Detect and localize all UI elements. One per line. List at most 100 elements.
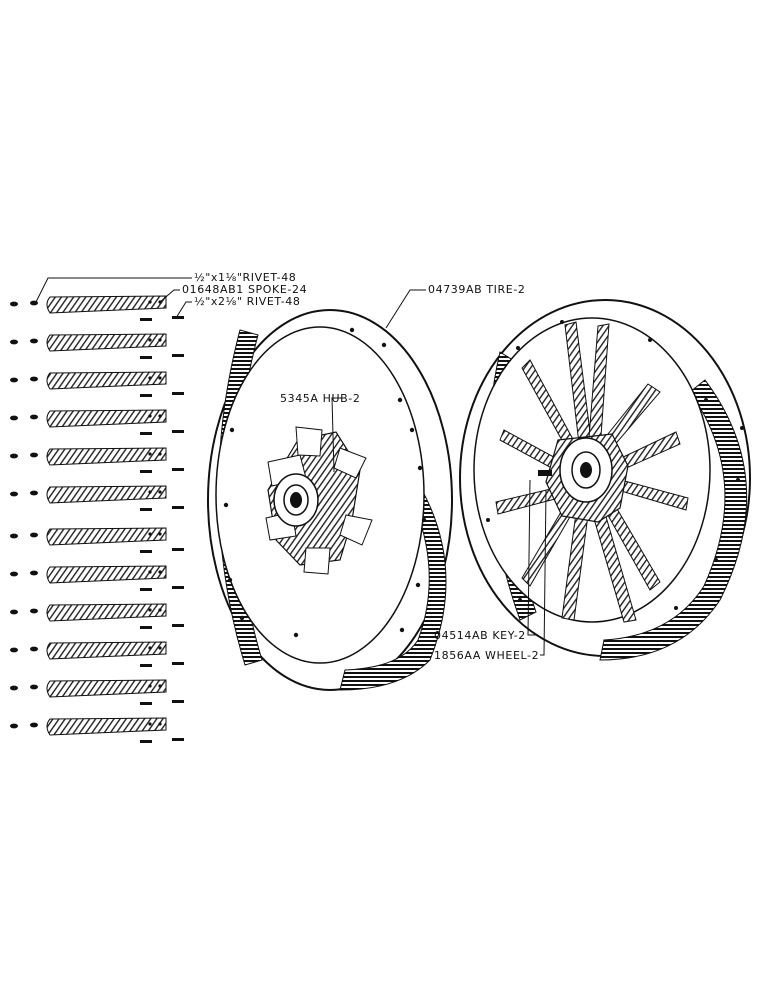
rivet-icon xyxy=(10,647,18,653)
callout-labels: ½"x1⅛"RIVET-48 01648AB1 SPOKE-24 ½"x2⅛" … xyxy=(182,271,539,662)
spoke-row xyxy=(10,641,184,667)
spoke-hole xyxy=(158,684,162,688)
callout-tire: 04739AB TIRE-2 xyxy=(428,283,526,296)
rivet-long-icon xyxy=(140,318,152,321)
rivet-icon xyxy=(30,338,38,344)
rivet-long-icon xyxy=(140,356,152,359)
rivet-icon xyxy=(30,684,38,690)
spoke-stack xyxy=(10,295,184,743)
rivet-long-icon xyxy=(172,354,184,357)
spoke-hole xyxy=(158,376,162,380)
spoke-bar xyxy=(46,333,167,352)
rivet-long-icon xyxy=(140,432,152,435)
rivet-long-icon xyxy=(172,662,184,665)
rivet-long-icon xyxy=(140,394,152,397)
rivet-long-icon xyxy=(140,702,152,705)
rivet-long-icon xyxy=(140,508,152,511)
rivet-icon xyxy=(10,685,18,691)
rivet-long-icon xyxy=(172,468,184,471)
spoke-hole xyxy=(158,532,162,536)
spoke-hole xyxy=(148,452,152,456)
rivet-icon xyxy=(10,491,18,497)
wheel-drawing xyxy=(459,299,751,661)
spoke-bar xyxy=(46,485,167,504)
spoke-row xyxy=(10,603,184,629)
callout-rivet-long: ½"x2⅛" RIVET-48 xyxy=(194,295,301,308)
spoke-bar xyxy=(46,447,167,466)
hub-drawing xyxy=(265,426,373,575)
spoke-hole xyxy=(148,376,152,380)
rivet-icon xyxy=(30,414,38,420)
rivet-long-icon xyxy=(172,506,184,509)
rivet-icon xyxy=(10,377,18,383)
spoke-row xyxy=(10,333,184,359)
spoke-row xyxy=(10,679,184,705)
rivet-icon xyxy=(30,376,38,382)
callout-wheel: 1856AA WHEEL-2 xyxy=(434,649,539,662)
spoke-row xyxy=(10,371,184,397)
callout-spoke: 01648AB1 SPOKE-24 xyxy=(182,283,307,296)
spoke-bar xyxy=(46,641,167,660)
rivet-long-icon xyxy=(172,548,184,551)
rivet-long-icon xyxy=(172,430,184,433)
rivet-long-icon xyxy=(172,586,184,589)
spoke-hole xyxy=(158,414,162,418)
rivet-icon xyxy=(10,533,18,539)
rivet-icon xyxy=(10,339,18,345)
rivet-long-icon xyxy=(140,550,152,553)
rivet-icon xyxy=(10,723,18,729)
callout-rivet-short: ½"x1⅛"RIVET-48 xyxy=(194,271,296,284)
rivet-long-icon xyxy=(140,740,152,743)
spoke-hole xyxy=(148,570,152,574)
spoke-bar xyxy=(46,565,167,584)
rivet-icon xyxy=(30,452,38,458)
spoke-hole xyxy=(148,608,152,612)
spoke-hole xyxy=(158,338,162,342)
rivet-long-icon xyxy=(140,588,152,591)
leader-lines xyxy=(35,277,547,656)
rivet-long-icon xyxy=(140,470,152,473)
spoke-row xyxy=(10,565,184,591)
spoke-hole xyxy=(148,532,152,536)
spoke-hole xyxy=(148,490,152,494)
spoke-bar xyxy=(46,603,167,622)
spoke-row xyxy=(10,447,184,473)
rivet-icon xyxy=(30,608,38,614)
rivet-long-icon xyxy=(140,626,152,629)
rivet-long-icon xyxy=(172,700,184,703)
spoke-bar xyxy=(46,717,167,736)
rivet-long-icon xyxy=(172,392,184,395)
rivet-icon xyxy=(10,301,18,307)
rivet-icon xyxy=(30,646,38,652)
rivet-icon xyxy=(30,490,38,496)
rivet-long-icon xyxy=(140,664,152,667)
spoke-bar xyxy=(46,409,167,428)
spoke-row xyxy=(10,295,184,321)
rivet-icon xyxy=(30,532,38,538)
rivet-icon xyxy=(30,570,38,576)
rivet-icon xyxy=(30,722,38,728)
spoke-row xyxy=(10,527,184,553)
spoke-hole xyxy=(148,338,152,342)
spoke-hole xyxy=(158,452,162,456)
spoke-row xyxy=(10,485,184,511)
rivet-long-icon xyxy=(172,738,184,741)
callout-hub: 5345A HUB-2 xyxy=(280,392,360,405)
spoke-hole xyxy=(158,722,162,726)
spoke-hole xyxy=(148,684,152,688)
spoke-bar xyxy=(46,527,167,546)
rivet-icon xyxy=(10,453,18,459)
spoke-hole xyxy=(148,414,152,418)
spoke-hole xyxy=(148,722,152,726)
spoke-hole xyxy=(158,570,162,574)
spoke-row xyxy=(10,409,184,435)
spoke-bar xyxy=(46,679,167,698)
rivet-icon xyxy=(10,415,18,421)
rivet-icon xyxy=(10,609,18,615)
callout-key: 04514AB KEY-2 xyxy=(434,629,526,642)
rivet-icon xyxy=(10,571,18,577)
rivet-long-icon xyxy=(172,316,184,319)
spoke-hole xyxy=(148,300,152,304)
spoke-bar xyxy=(46,371,167,390)
rivet-long-icon xyxy=(172,624,184,627)
